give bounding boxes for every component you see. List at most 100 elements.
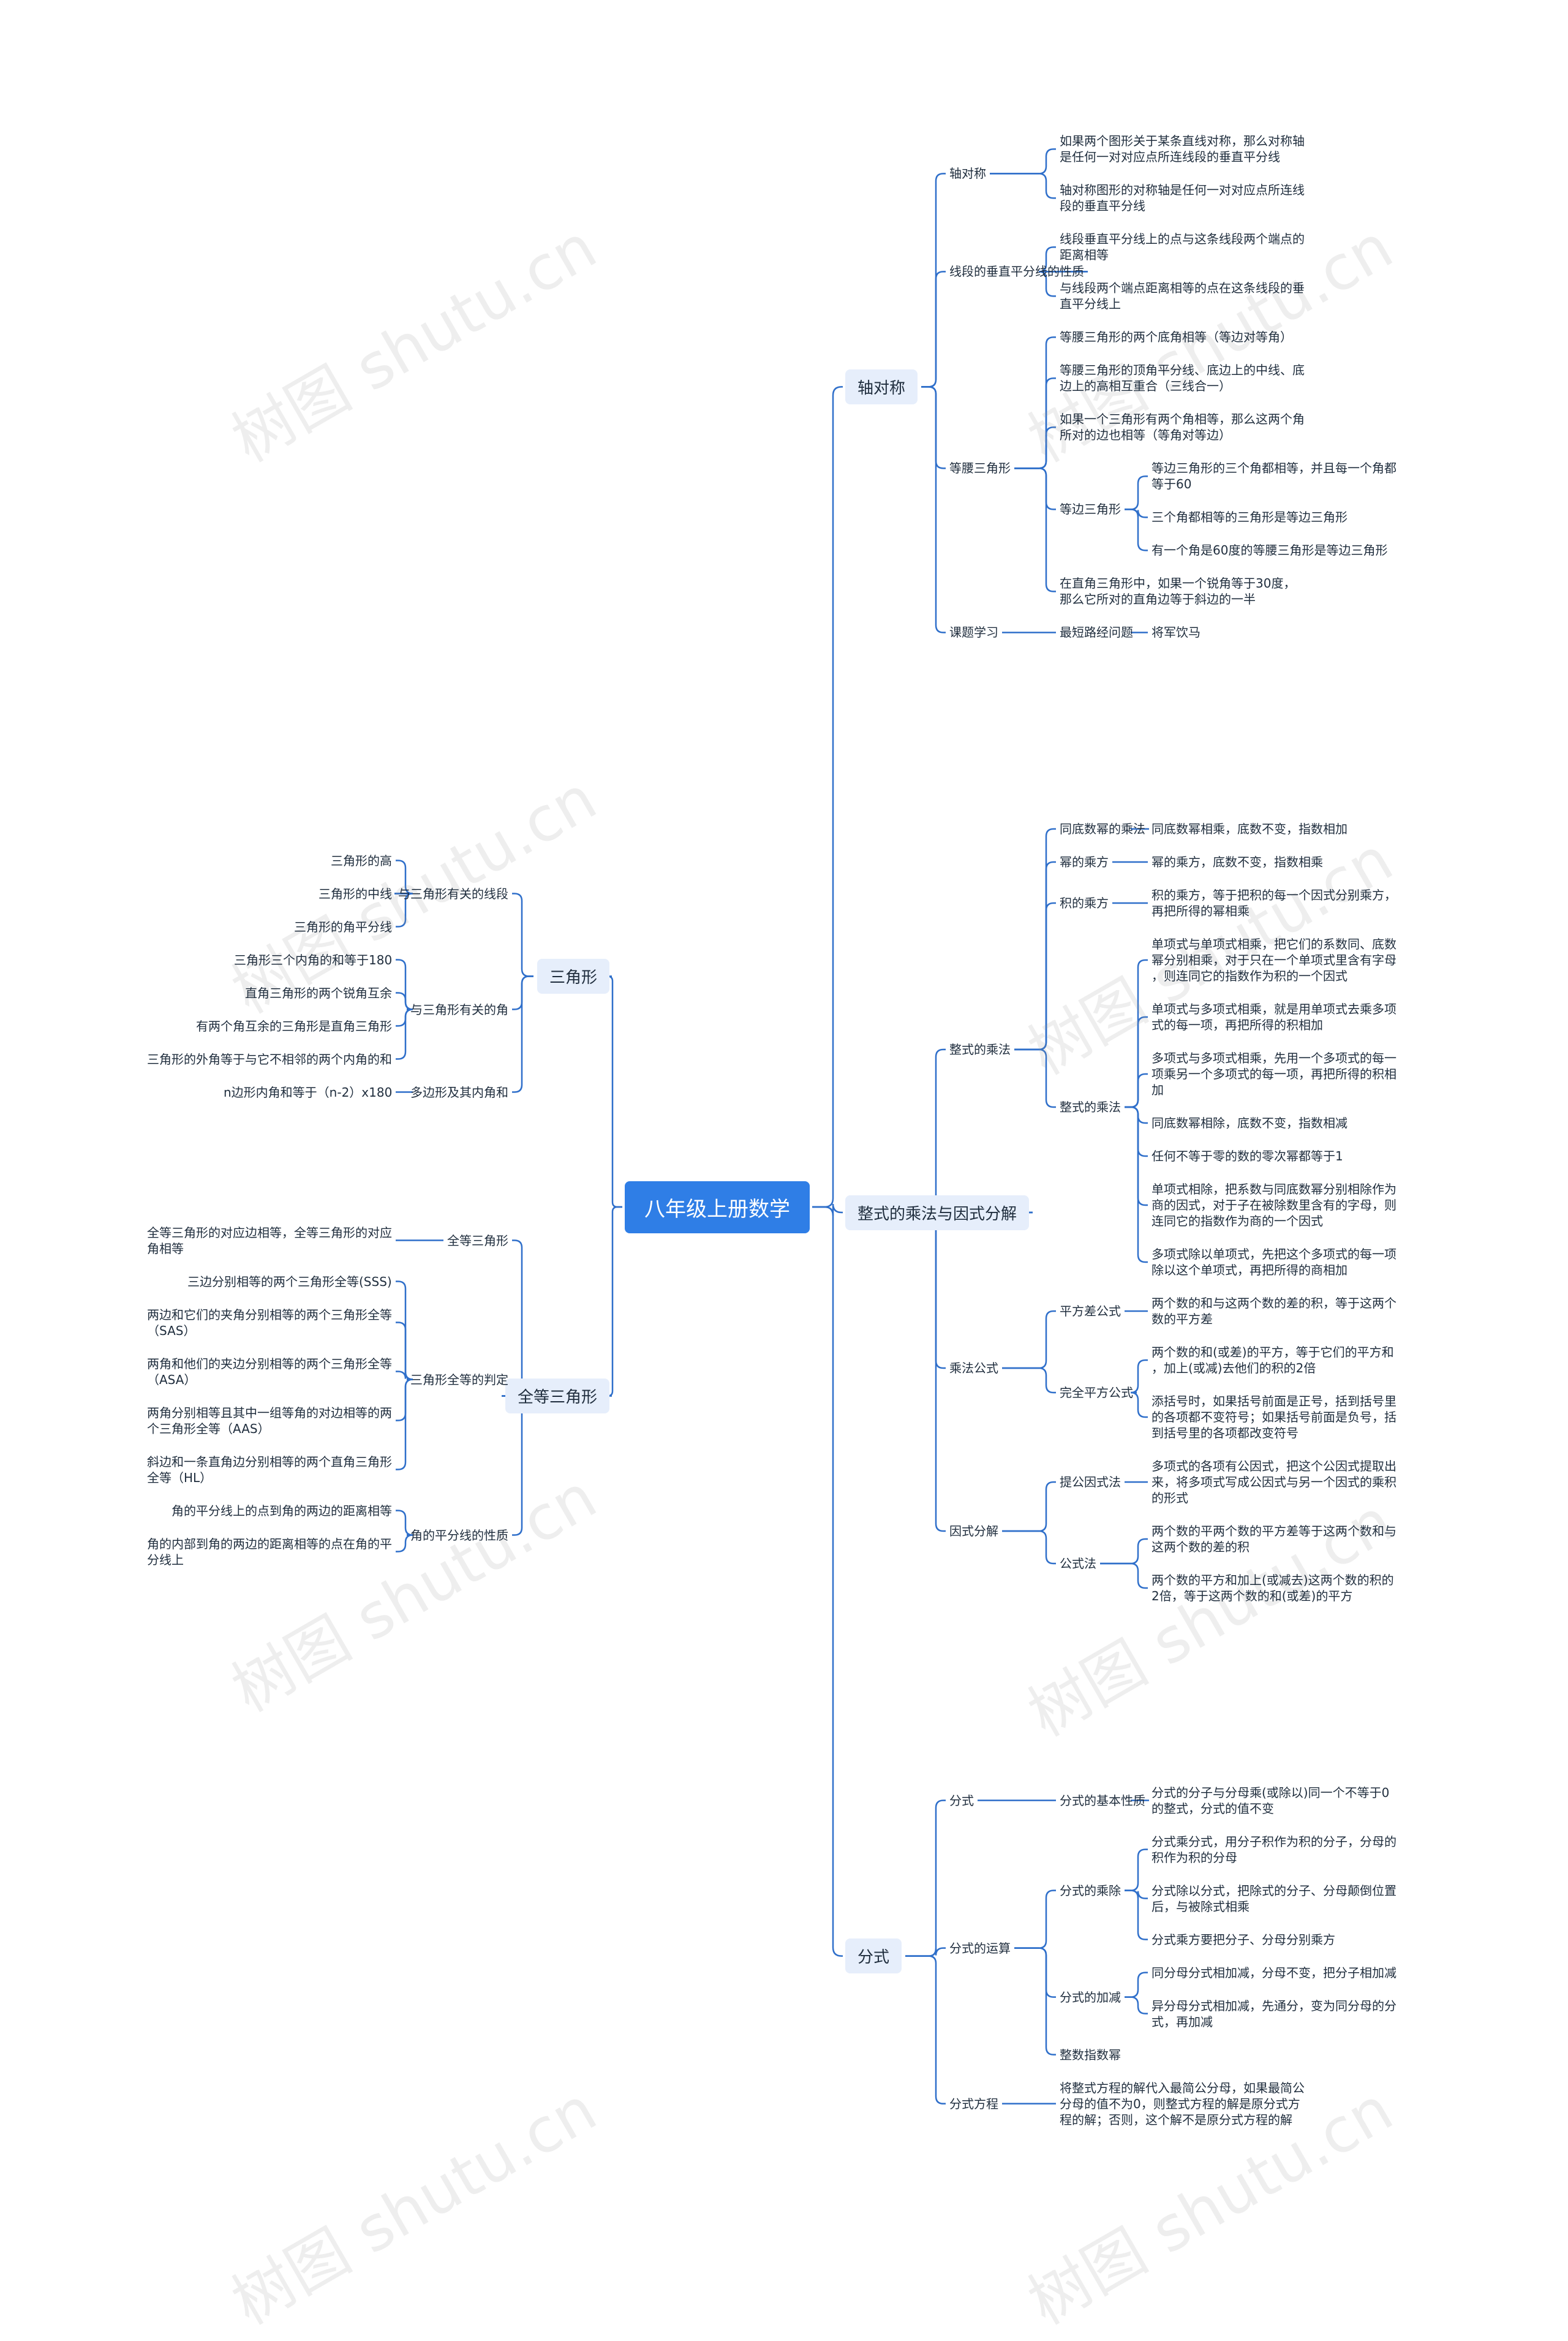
topic-node[interactable]: 整式的乘法: [949, 1042, 1011, 1057]
topic-node[interactable]: 提公因式法: [1060, 1475, 1121, 1489]
topic-node[interactable]: 课题学习: [949, 625, 998, 640]
connector: [1130, 1391, 1148, 1418]
topic-node[interactable]: 分式: [949, 1793, 974, 1808]
leaf-node[interactable]: 任何不等于零的数的零次幂都等于1: [1152, 1149, 1343, 1163]
topic-node[interactable]: 三角形全等的判定: [410, 1372, 508, 1387]
leaf-node[interactable]: 同分母分式相加减，分母不变，把分子相加减: [1152, 1965, 1396, 1980]
topic-node[interactable]: 完全平方公式: [1060, 1385, 1133, 1400]
leaf-node[interactable]: 三角形的外角等于与它不相邻的两个内角的和: [147, 1051, 392, 1067]
topic-node[interactable]: 与三角形有关的角: [410, 1002, 508, 1017]
topic-node[interactable]: 分式方程: [949, 2096, 998, 2111]
leaf-node[interactable]: 积的乘方，等于把积的每一个因式分别乘方，再把所得的幂相乘: [1152, 888, 1396, 918]
connector: [1002, 1530, 1056, 1565]
branch-node[interactable]: 整式的乘法与因式分解: [845, 1195, 1030, 1230]
leaf-node[interactable]: 单项式与单项式相乘，把它们的系数同、底数幂分别相乘，对于只在一个单项式里含有字母…: [1152, 937, 1396, 983]
leaf-node[interactable]: 等边三角形的三个角都相等，并且每一个角都等于60: [1152, 461, 1396, 492]
leaf-node[interactable]: 多项式的各项有公因式，把这个公因式提取出来，将多项式写成公因式与另一个因式的乘积…: [1152, 1459, 1396, 1505]
topic-node[interactable]: 全等三角形: [447, 1233, 508, 1248]
leaf-node[interactable]: 同底数幂相除，底数不变，指数相减: [1152, 1116, 1348, 1130]
topic-node[interactable]: 轴对称: [949, 166, 986, 181]
topic-node[interactable]: 分式的基本性质: [1060, 1793, 1145, 1808]
topic-node[interactable]: 整式的乘法: [1060, 1100, 1121, 1114]
leaf-node[interactable]: 两个数的和与这两个数的差的积，等于这两个数的平方差: [1152, 1296, 1396, 1326]
leaf-node[interactable]: 如果一个三角形有两个角相等，那么这两个角所对的边也相等（等角对等边）: [1060, 412, 1305, 443]
leaf-node[interactable]: 斜边和一条直角边分别相等的两个直角三角形全等（HL）: [147, 1454, 392, 1485]
leaf-node[interactable]: 线段垂直平分线上的点与这条线段两个端点的距离相等: [1060, 232, 1305, 263]
branch-node[interactable]: 轴对称: [845, 369, 918, 404]
leaf-node[interactable]: 与线段两个端点距离相等的点在这条线段的垂直平分线上: [1060, 281, 1305, 312]
connector: [1125, 1889, 1148, 1940]
topic-node[interactable]: 等腰三角形: [949, 461, 1011, 476]
topic-node[interactable]: 乘法公式: [949, 1361, 998, 1375]
leaf-node[interactable]: n边形内角和等于（n-2）x180: [224, 1084, 393, 1100]
topic-node[interactable]: 积的乘方: [1060, 896, 1109, 910]
leaf-node[interactable]: 两角和他们的夹边分别相等的两个三角形全等（ASA）: [147, 1356, 392, 1387]
leaf-node[interactable]: 三个角都相等的三角形是等边三角形: [1152, 510, 1348, 525]
leaf-node[interactable]: 轴对称图形的对称轴是任何一对对应点所连线段的垂直平分线: [1060, 183, 1305, 214]
leaf-node[interactable]: 三角形的角平分线: [294, 919, 392, 934]
connector: [1014, 1889, 1056, 1949]
leaf-node[interactable]: 三角形三个内角的和等于180: [234, 952, 393, 967]
connector: [1014, 426, 1056, 469]
connector: [1014, 336, 1056, 469]
topic-node[interactable]: 最短路经问题: [1060, 625, 1133, 640]
leaf-node[interactable]: 分式乘分式，用分子积作为积的分子，分母的积作为积的分母: [1152, 1834, 1396, 1865]
leaf-node[interactable]: 两个数的平两个数的平方差等于这两个数和与这两个数的差的积: [1152, 1524, 1396, 1554]
leaf-node[interactable]: 分式除以分式，把除式的分子、分母颠倒位置后，与被除式相乘: [1152, 1883, 1396, 1914]
leaf-node[interactable]: 多项式除以单项式，先把这个多项式的每一项除以这个单项式，再把所得的商相加: [1152, 1247, 1396, 1277]
leaf-node[interactable]: 在直角三角形中，如果一个锐角等于30度，那么它所对的直角边等于斜边的一半: [1060, 576, 1296, 607]
leaf-node[interactable]: 幂的乘方，底数不变，指数相乘: [1152, 855, 1323, 869]
branch-node[interactable]: 分式: [845, 1938, 902, 1974]
leaf-node[interactable]: 单项式相除，把系数与同底数幂分别相除作为商的因式，对于子在被除数里含有的字母，则…: [1152, 1182, 1396, 1228]
topic-node[interactable]: 平方差公式: [1060, 1304, 1121, 1318]
branch-node[interactable]: 三角形: [537, 959, 610, 994]
topic-node[interactable]: 分式的运算: [949, 1940, 1011, 1956]
leaf-node[interactable]: 三边分别相等的两个三角形全等(SSS): [187, 1274, 392, 1289]
leaf-node[interactable]: 三角形的高: [331, 853, 392, 868]
leaf-node[interactable]: 两个数的和(或差)的平方，等于它们的平方和，加上(或减)去他们的积的2倍: [1152, 1345, 1394, 1375]
leaf-node[interactable]: 分式乘方要把分子、分母分别乘方: [1152, 1932, 1335, 1947]
topic-node[interactable]: 幂的乘方: [1060, 855, 1109, 869]
connector: [812, 1206, 843, 1957]
topic-node[interactable]: 与三角形有关的线段: [398, 886, 508, 901]
leaf-node[interactable]: 全等三角形的对应边相等，全等三角形的对应角相等: [147, 1225, 392, 1256]
leaf-node[interactable]: 将军饮马: [1152, 625, 1200, 640]
leaf-node[interactable]: 有两个角互余的三角形是直角三角形: [196, 1018, 392, 1034]
root-node[interactable]: 八年级上册数学: [625, 1181, 810, 1233]
topic-node[interactable]: 同底数幂的乘法: [1060, 822, 1145, 836]
leaf-node[interactable]: 将整式方程的解代入最简公分母，如果最简公分母的值不为0，则整式方程的解是原分式方…: [1060, 2080, 1305, 2127]
leaf-node[interactable]: 两角分别相等且其中一组等角的对边相等的两个三角形全等（AAS）: [147, 1405, 392, 1436]
topic-node[interactable]: 多边形及其内角和: [410, 1084, 508, 1100]
leaf-node[interactable]: 角的平分线上的点到角的两边的距离相等: [172, 1503, 392, 1518]
connector: [396, 1008, 413, 1060]
topic-node[interactable]: 分式的加减: [1060, 1989, 1121, 2005]
leaf-node[interactable]: 添括号时，如果括号前面是正号，括到括号里的各项都不变符号；如果括号前面是负号，括…: [1152, 1394, 1396, 1440]
leaf-node[interactable]: 单项式与多项式相乘，就是用单项式去乘多项式的每一项，再把所得的积相加: [1152, 1002, 1396, 1032]
topic-node[interactable]: 因式分解: [949, 1524, 998, 1538]
leaf-node[interactable]: 如果两个图形关于某条直线对称，那么对称轴是任何一对对应点所连线段的垂直平分线: [1060, 134, 1305, 165]
leaf-node[interactable]: 等腰三角形的两个底角相等（等边对等角）: [1060, 330, 1292, 345]
leaf-node[interactable]: 三角形的中线: [318, 886, 392, 901]
leaf-node[interactable]: 角的内部到角的两边的距离相等的点在角的平分线上: [147, 1536, 392, 1567]
connector: [512, 893, 533, 977]
leaf-node[interactable]: 两边和它们的夹角分别相等的两个三角形全等（SAS）: [147, 1307, 392, 1338]
topic-node[interactable]: 分式的乘除: [1060, 1883, 1121, 1898]
topic-node[interactable]: 等边三角形: [1060, 502, 1121, 517]
topic-node[interactable]: 公式法: [1060, 1556, 1096, 1571]
leaf-node[interactable]: 等腰三角形的顶角平分线、底边上的中线、底边上的高相互重合（三线合一）: [1060, 363, 1305, 394]
topic-node[interactable]: 角的平分线的性质: [410, 1527, 508, 1543]
leaf-node[interactable]: 异分母分式相加减，先通分，变为同分母的分式，再加减: [1152, 1998, 1396, 2029]
leaf-node[interactable]: 有一个角是60度的等腰三角形是等边三角形: [1152, 543, 1388, 558]
leaf-node[interactable]: 整数指数幂: [1060, 2047, 1121, 2062]
leaf-node[interactable]: 直角三角形的两个锐角互余: [245, 985, 392, 1000]
connector: [905, 1799, 946, 1957]
topic-node[interactable]: 线段的垂直平分线的性质: [949, 264, 1084, 279]
branch-node[interactable]: 全等三角形: [505, 1379, 610, 1413]
connector: [990, 173, 1056, 199]
connector: [928, 1211, 1033, 1369]
leaf-node[interactable]: 多项式与多项式相乘，先用一个多项式的每一项乘另一个多项式的每一项，再把所得的积相…: [1152, 1051, 1396, 1097]
leaf-node[interactable]: 同底数幂相乘，底数不变，指数相加: [1152, 822, 1348, 836]
